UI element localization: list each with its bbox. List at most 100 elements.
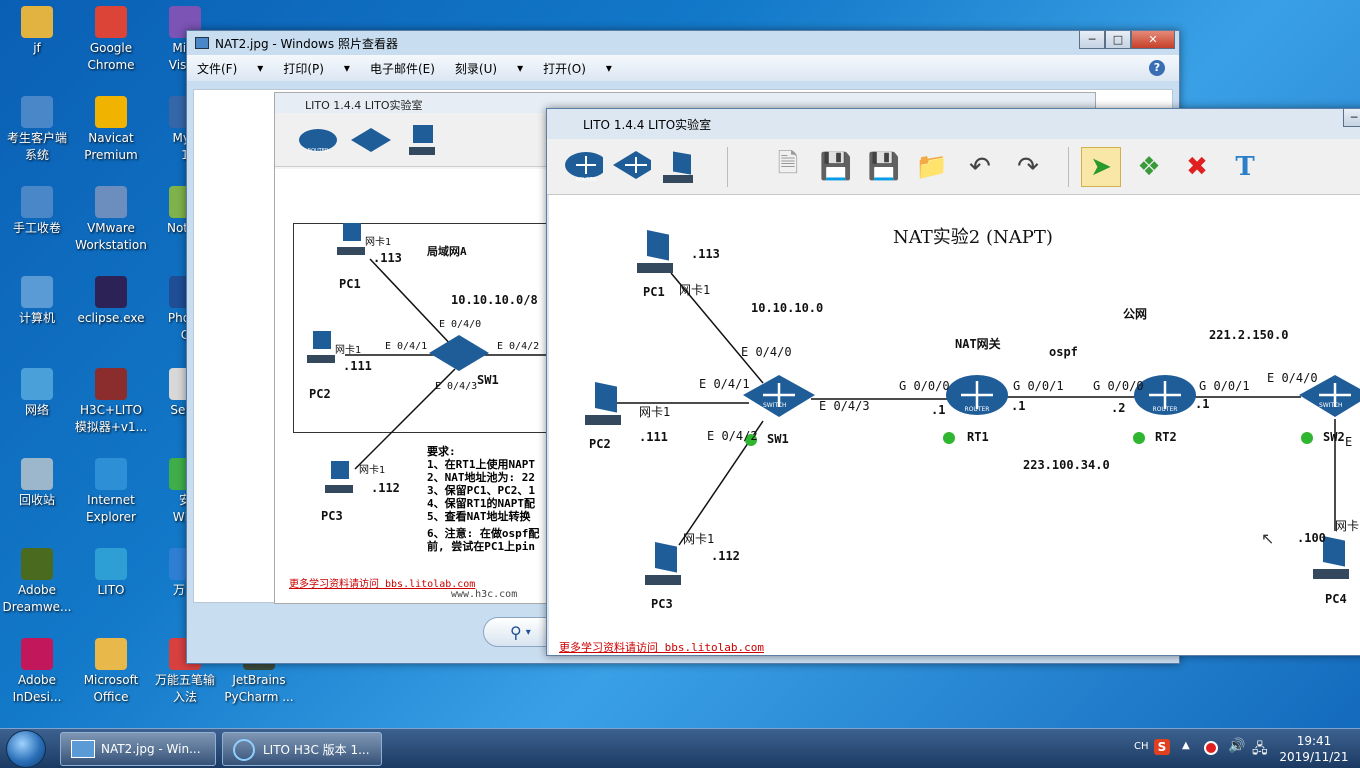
volume-icon[interactable]: 🔊 <box>1228 738 1246 754</box>
network-icon[interactable]: 🖧 <box>1252 741 1268 757</box>
undo-icon[interactable]: ↶ <box>969 151 991 182</box>
desktop-icon-label: JetBrains <box>232 673 286 687</box>
router-tool-icon[interactable]: ROUTER <box>563 147 603 187</box>
desktop-icon-label: Explorer <box>86 510 136 524</box>
inner-nic-label: 网卡1 <box>335 345 362 356</box>
save-icon[interactable]: 💾 <box>819 151 853 182</box>
input-language-indicator[interactable]: CH <box>1134 741 1149 752</box>
photo-viewer-title: NAT2.jpg - Windows 照片查看器 <box>215 36 398 51</box>
switch-tool-icon[interactable] <box>611 147 651 187</box>
minimize-button[interactable]: ─ <box>1079 31 1105 49</box>
switch-icon <box>351 127 391 152</box>
inner-ip-113: .113 <box>373 251 402 265</box>
text-tool-icon[interactable]: T <box>1235 151 1255 182</box>
pc3-nic-label: 网卡1 <box>683 532 715 546</box>
desktop-icon[interactable]: LITO <box>74 548 148 599</box>
desktop-icon-label: Chrome <box>87 58 135 72</box>
sw2-device[interactable]: SWITCH <box>1297 371 1360 423</box>
public-net-label: 公网 <box>1123 307 1148 321</box>
desktop-icon[interactable]: 网络 <box>0 368 74 419</box>
record-icon[interactable] <box>1204 741 1218 755</box>
taskbar-lito-label: LITO H3C 版本 1... <box>263 742 370 757</box>
req-line: 5、查看NAT地址转换 <box>427 510 531 523</box>
inner-pc2-label: PC2 <box>309 387 331 401</box>
menu-file[interactable]: 文件(F) <box>197 61 238 76</box>
pc1-label: PC1 <box>643 285 665 299</box>
svg-text:ROUTER: ROUTER <box>965 406 990 413</box>
connect-link-icon[interactable]: ❖ <box>1137 151 1161 182</box>
rt1-ip-b: .1 <box>1011 399 1026 413</box>
app-icon <box>95 458 127 490</box>
lito-toolbar: ROUTER 🗎 💾 💾 📁 ↶ ↷ ➤ ❖ ✖ T <box>547 139 1360 195</box>
delete-icon[interactable]: ✖ <box>1186 151 1208 182</box>
photo-viewer-titlebar[interactable]: NAT2.jpg - Windows 照片查看器 <box>187 31 1179 55</box>
inner-requirements: 要求: 1、在RT1上使用NAPT 2、NAT地址池为: 22 3、保留PC1、… <box>427 445 539 553</box>
pc-tool-icon[interactable] <box>659 147 699 187</box>
desktop-icon[interactable]: 计算机 <box>0 276 74 327</box>
rt2-ip-a: .2 <box>1111 401 1126 415</box>
taskbar-lito[interactable]: LITO H3C 版本 1... <box>222 732 382 766</box>
net-223-label: 223.100.34.0 <box>1023 458 1110 472</box>
menu-print[interactable]: 打印(P) <box>283 61 324 76</box>
desktop-icon-label: VMware <box>87 221 135 235</box>
pc1-device[interactable] <box>633 223 681 279</box>
desktop-icon-label: eclipse.exe <box>77 311 145 325</box>
select-pointer-icon[interactable]: ➤ <box>1081 146 1121 187</box>
help-icon[interactable]: ? <box>1149 60 1165 76</box>
rt2-device[interactable]: ROUTER <box>1131 371 1199 423</box>
pc2-device[interactable] <box>581 375 629 431</box>
inner-footer-link[interactable]: 更多学习资料请访问 bbs.litolab.com <box>289 579 476 590</box>
rt1-device[interactable]: ROUTER <box>943 371 1011 423</box>
clock[interactable]: 19:41 2019/11/21 <box>1274 733 1354 765</box>
desktop-icon[interactable]: 回收站 <box>0 458 74 509</box>
lito-footer-link[interactable]: 更多学习资料请访问 bbs.litolab.com <box>559 641 764 654</box>
sw1-device[interactable]: SWITCH <box>741 371 817 423</box>
show-hidden-icons-icon[interactable]: ▲ <box>1182 740 1190 751</box>
inner-port-label: E 0/4/0 <box>439 319 482 330</box>
menu-burn[interactable]: 刻录(U) <box>454 61 498 76</box>
inner-pc1-label: PC1 <box>339 277 361 291</box>
lito-canvas[interactable]: NAT实验2 (NAPT) SWITCH ROUTER ROUTER SWITC… <box>549 195 1360 655</box>
pc4-device[interactable] <box>1309 529 1357 585</box>
lan-subnet-label: 10.10.10.0 <box>751 301 824 315</box>
desktop-icon[interactable]: 考生客户端系统 <box>0 96 74 164</box>
app-icon <box>95 276 127 308</box>
maximize-button[interactable]: □ <box>1105 31 1131 49</box>
redo-icon[interactable]: ↷ <box>1017 151 1039 182</box>
close-button[interactable]: ✕ <box>1131 31 1175 49</box>
lito-minimize-button[interactable]: ─ <box>1343 109 1360 127</box>
desktop-icon-label: Navicat <box>88 131 134 145</box>
rt1-port-g000: G 0/0/0 <box>899 379 950 393</box>
pc1-nic-label: 网卡1 <box>679 283 711 297</box>
lito-titlebar[interactable]: LITO 1.4.4 LITO实验室 <box>547 109 1360 139</box>
save-as-icon[interactable]: 💾 <box>867 151 901 182</box>
new-file-icon[interactable]: 🗎 <box>777 148 799 179</box>
menu-open[interactable]: 打开(O) <box>543 61 586 76</box>
desktop-icon-label: 考生客户端 <box>6 131 67 145</box>
pc3-label: PC3 <box>651 597 673 611</box>
desktop-icon-label: Microsoft <box>83 673 139 687</box>
open-folder-icon[interactable]: 📁 <box>915 151 949 182</box>
start-button[interactable] <box>6 730 46 768</box>
desktop-icon[interactable]: eclipse.exe <box>74 276 148 327</box>
inner-sw1-label: SW1 <box>477 373 499 387</box>
desktop-icon[interactable]: jf <box>0 6 74 57</box>
menu-email[interactable]: 电子邮件(E) <box>369 61 435 76</box>
taskbar-photo-viewer[interactable]: NAT2.jpg - Win... <box>60 732 216 766</box>
zoom-icon: ⚲ <box>510 622 522 642</box>
lito-window[interactable]: LITO 1.4.4 LITO实验室 ─ ROUTER 🗎 💾 💾 📁 ↶ ↷ … <box>546 108 1360 656</box>
desktop-icon-label: 网络 <box>24 403 49 417</box>
inner-subnet-label: 10.10.10.0/8 <box>451 293 538 307</box>
desktop-icon[interactable]: 手工收卷 <box>0 186 74 237</box>
pc3-device[interactable] <box>641 535 689 591</box>
ime-icon[interactable]: S <box>1154 739 1170 755</box>
svg-text:ROUTER: ROUTER <box>308 148 329 154</box>
